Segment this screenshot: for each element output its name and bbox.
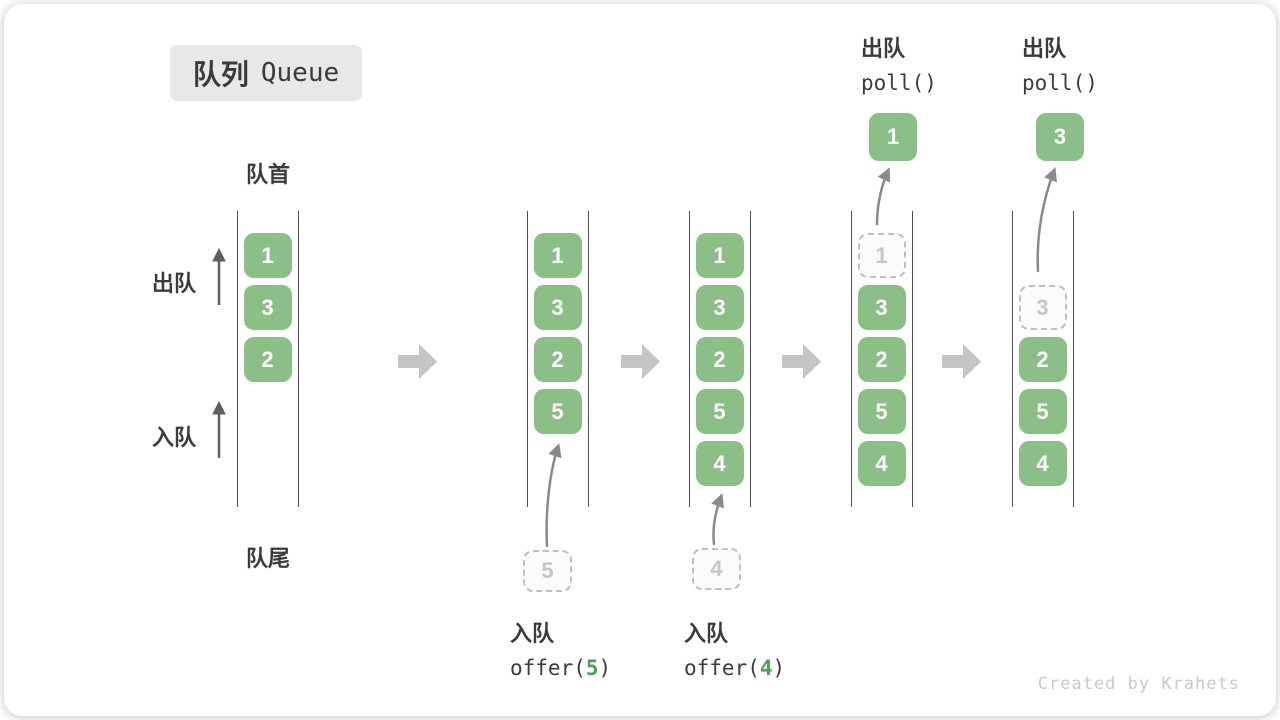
queue-item: 1	[243, 233, 292, 278]
caption-enqueue-label: 入队	[684, 621, 729, 646]
queue-item: 2	[533, 337, 582, 382]
caption-offer-code: offer(4)	[684, 656, 785, 680]
caption-offer-4: 入队 offer(4)	[684, 616, 785, 680]
queue-item: 1	[695, 233, 744, 278]
queue-item: 2	[857, 337, 906, 382]
removed-element-slot: 3	[1018, 285, 1067, 330]
polled-element-3: 3	[1036, 113, 1084, 161]
queue-item: 4	[1018, 441, 1067, 486]
queue-state-3: 1 3 2 5 4	[689, 211, 751, 507]
queue-item: 5	[533, 389, 582, 434]
queue-state-5: 3 2 5 4	[1012, 211, 1074, 507]
queue-item: 5	[1018, 389, 1067, 434]
caption-dequeue-label: 出队	[1022, 36, 1067, 61]
code-close: )	[772, 656, 786, 680]
caption-poll-code: poll()	[861, 71, 937, 95]
caption-offer-5: 入队 offer(5)	[510, 616, 611, 680]
queue-item: 2	[243, 337, 292, 382]
code-arg: 5	[585, 656, 599, 680]
incoming-element-4: 4	[692, 548, 741, 590]
diagram-card	[4, 4, 1276, 716]
removed-element-slot: 1	[857, 233, 906, 278]
queue-item: 3	[695, 285, 744, 330]
queue-state-2: 1 3 2 5	[527, 211, 589, 507]
title-en: Queue	[260, 58, 340, 88]
queue-state-1: 1 3 2	[237, 211, 299, 507]
queue-item: 2	[1018, 337, 1067, 382]
caption-dequeue-label: 出队	[861, 36, 906, 61]
label-dequeue: 出队	[152, 271, 197, 296]
code-arg: 4	[759, 656, 773, 680]
queue-item: 3	[243, 285, 292, 330]
label-queue-rear: 队尾	[245, 546, 290, 571]
code-close: )	[598, 656, 612, 680]
label-enqueue: 入队	[152, 425, 197, 450]
queue-item: 2	[695, 337, 744, 382]
queue-item: 5	[857, 389, 906, 434]
queue-item: 1	[533, 233, 582, 278]
code-fn: offer(	[684, 656, 760, 680]
credit-text: Created by Krahets	[1037, 674, 1240, 694]
caption-poll-code: poll()	[1022, 71, 1098, 95]
queue-item: 4	[695, 441, 744, 486]
caption-poll-1: 出队 poll()	[861, 31, 937, 95]
caption-offer-code: offer(5)	[510, 656, 611, 680]
queue-item: 4	[857, 441, 906, 486]
queue-item: 5	[695, 389, 744, 434]
label-queue-front: 队首	[245, 162, 290, 187]
polled-element-1: 1	[869, 113, 917, 161]
code-fn: offer(	[510, 656, 586, 680]
queue-item: 3	[533, 285, 582, 330]
queue-state-4: 1 3 2 5 4	[851, 211, 913, 507]
diagram-title: 队列 Queue	[170, 45, 362, 101]
incoming-element-5: 5	[523, 550, 572, 592]
title-zh: 队列	[192, 59, 249, 90]
caption-poll-3: 出队 poll()	[1022, 31, 1098, 95]
caption-enqueue-label: 入队	[510, 621, 555, 646]
queue-item: 3	[857, 285, 906, 330]
